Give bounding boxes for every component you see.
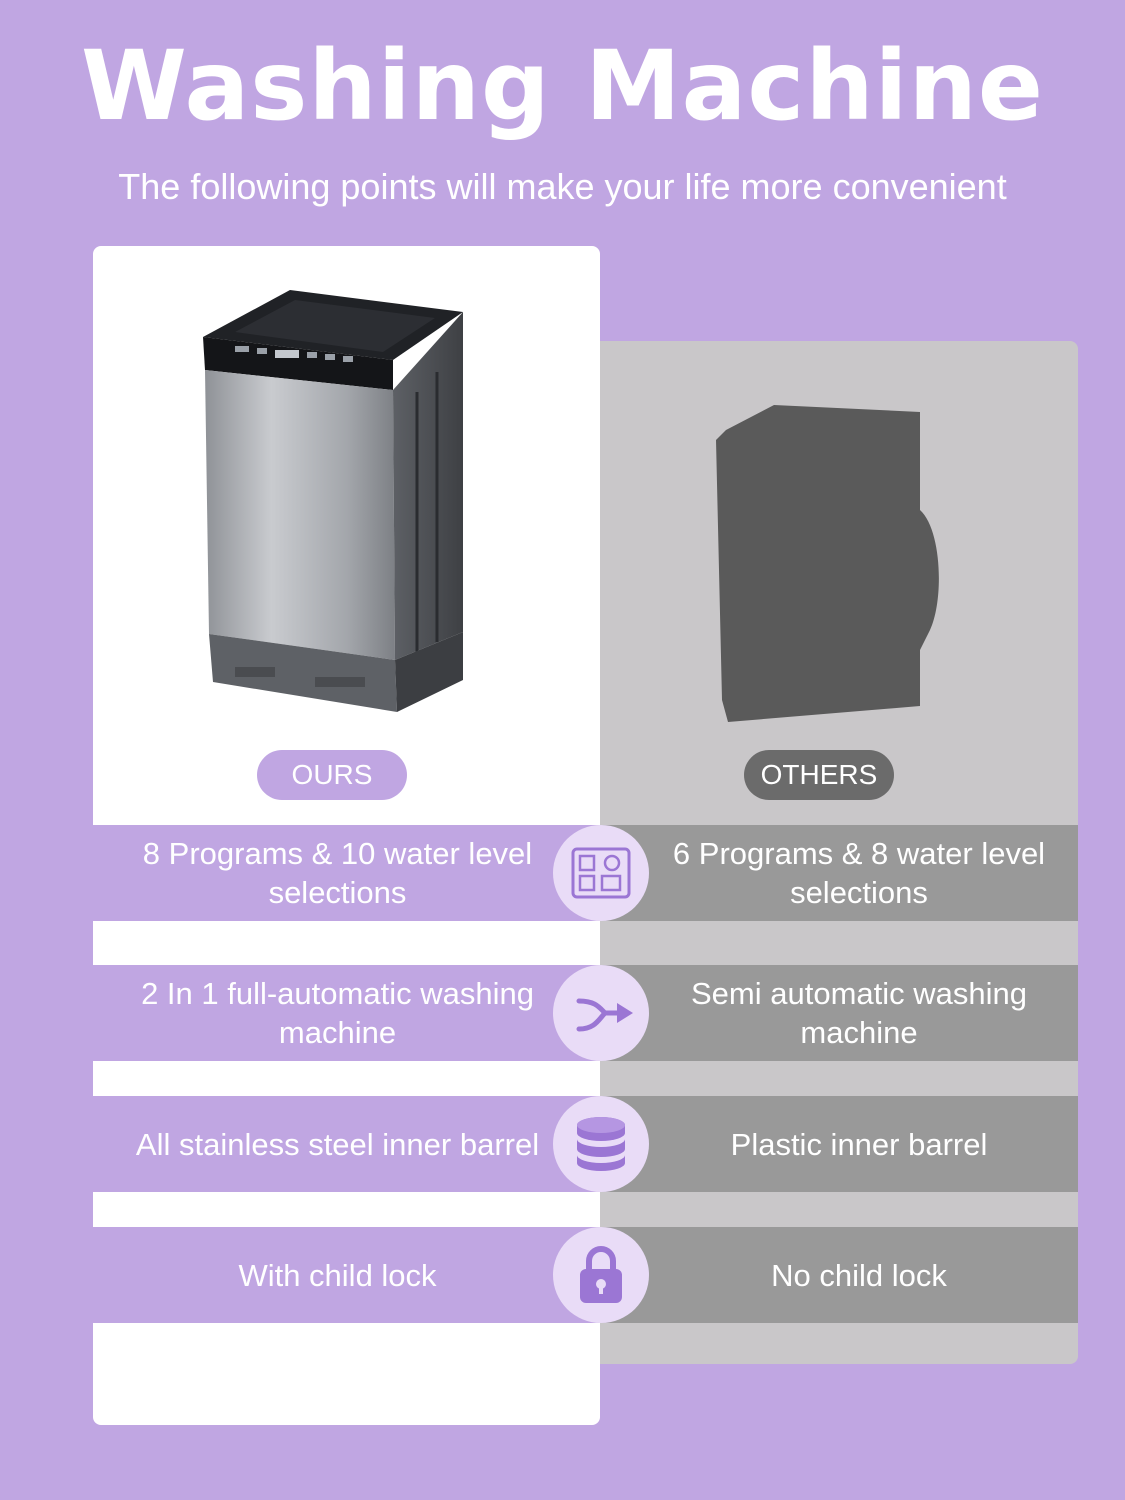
stacked-layers-icon: [553, 1096, 649, 1192]
page-title: Washing Machine: [80, 30, 1045, 142]
ours-label: OURS: [257, 750, 407, 800]
others-feature-programs: 6 Programs & 8 water level selections: [600, 825, 1078, 921]
programs-grid-icon: [553, 825, 649, 921]
ours-feature-automatic: 2 In 1 full-automatic washing machine: [93, 965, 600, 1061]
ours-washing-machine-image: [203, 290, 463, 712]
ours-feature-child-lock: With child lock: [93, 1227, 600, 1323]
others-washing-machine-silhouette: [716, 405, 939, 722]
ours-feature-barrel: All stainless steel inner barrel: [93, 1096, 600, 1192]
ours-feature-programs: 8 Programs & 10 water level selections: [93, 825, 600, 921]
others-feature-automatic: Semi automatic washing machine: [600, 965, 1078, 1061]
two-in-one-arrow-icon: [553, 965, 649, 1061]
lock-icon: [553, 1227, 649, 1323]
others-feature-barrel: Plastic inner barrel: [600, 1096, 1078, 1192]
others-feature-child-lock: No child lock: [600, 1227, 1078, 1323]
others-label: OTHERS: [744, 750, 894, 800]
page-subtitle: The following points will make your life…: [118, 166, 1007, 207]
